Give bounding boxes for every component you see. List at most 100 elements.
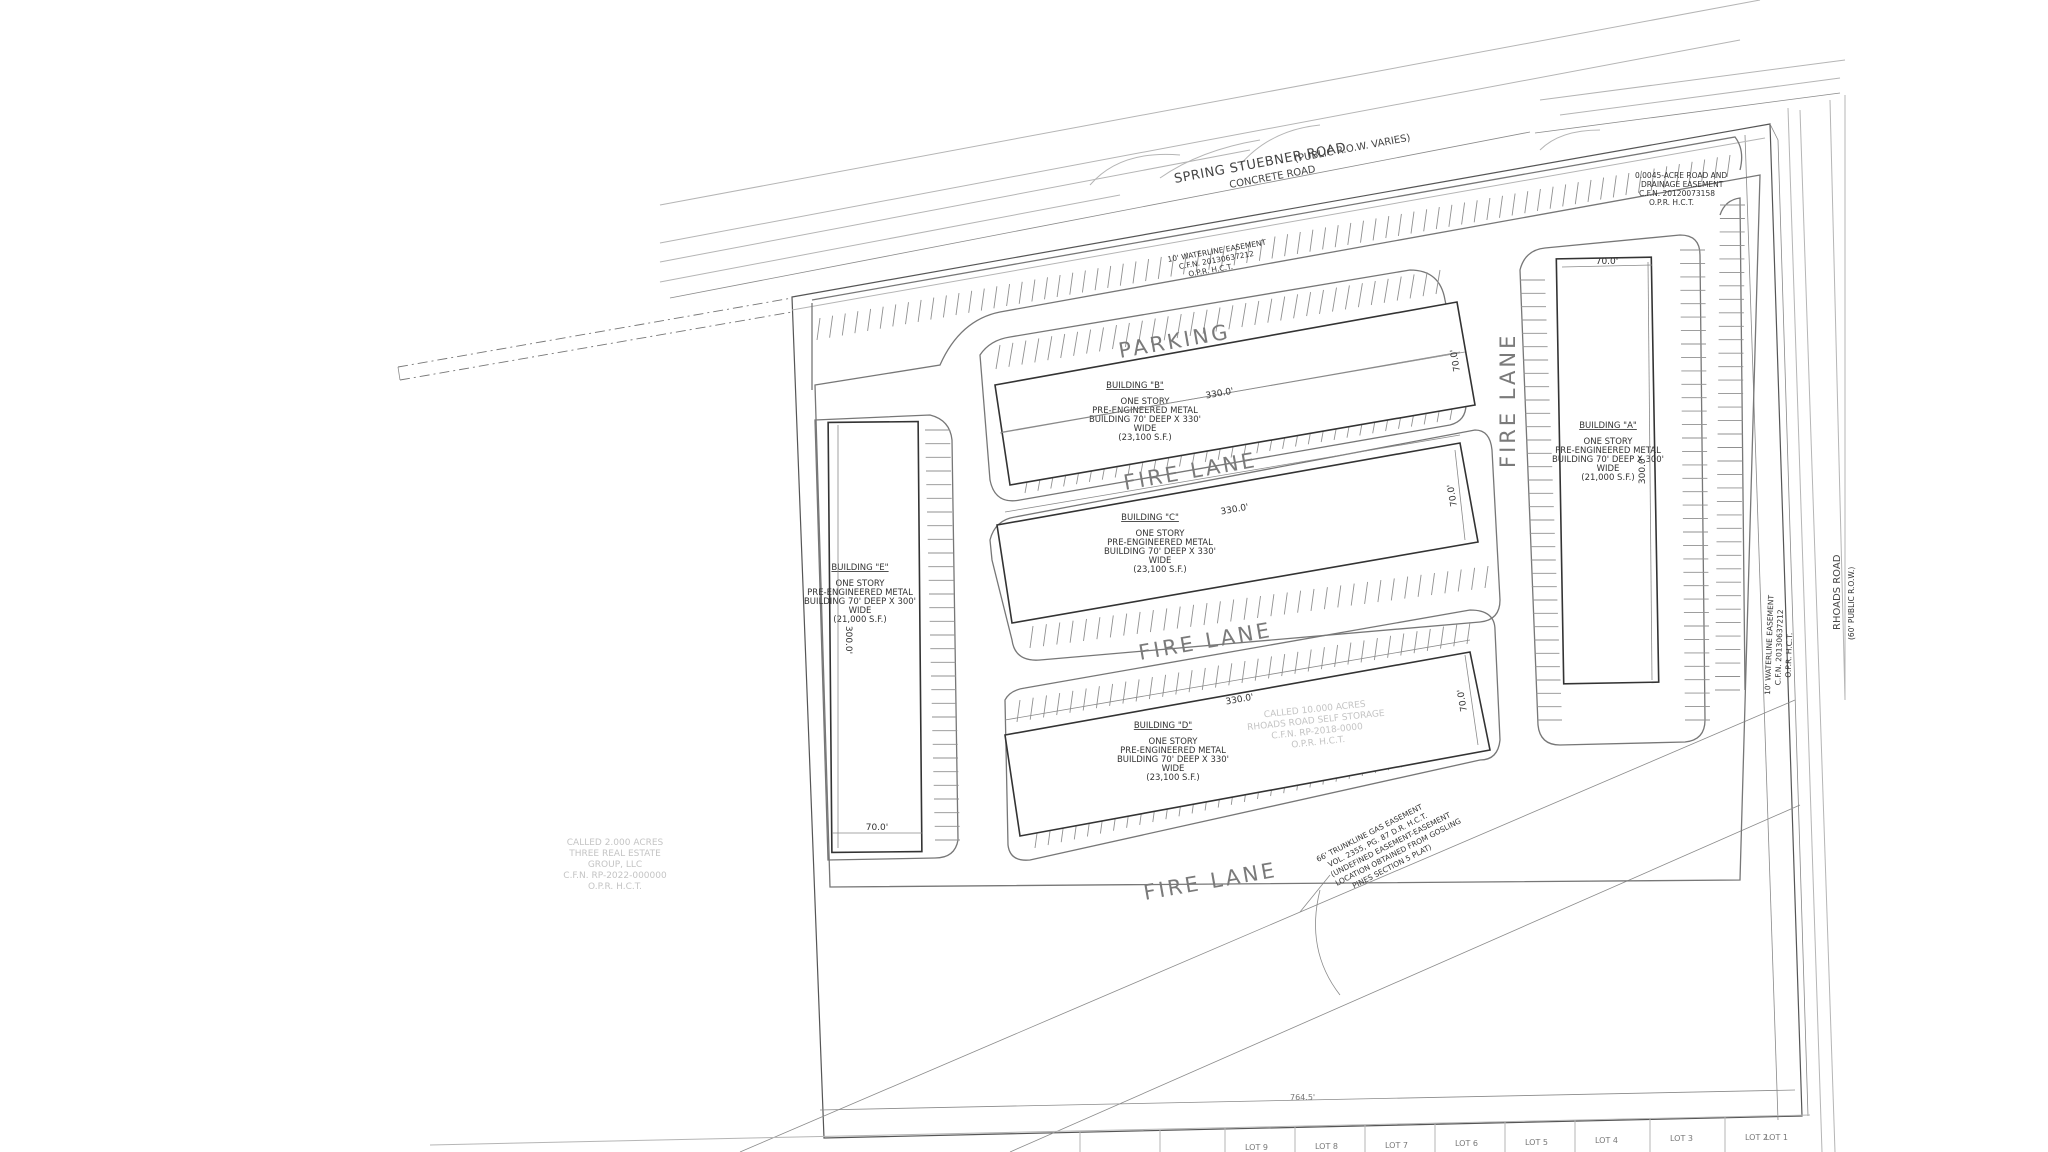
- svg-text:(23,100 S.F.): (23,100 S.F.): [1118, 433, 1171, 443]
- parking-stall-stripe: [1484, 565, 1489, 589]
- parking-stall-stripe: [1270, 594, 1275, 617]
- parking-stall-stripe: [854, 311, 859, 334]
- building-d: [1004, 639, 1491, 837]
- parking-stall-stripe: [1688, 161, 1693, 184]
- parking-stall-stripe: [1422, 272, 1428, 297]
- east-road-row: (60' PUBLIC R.O.W.): [1847, 567, 1856, 640]
- svg-text:CALLED 2.000 ACRES: CALLED 2.000 ACRES: [567, 838, 664, 848]
- parking-stall-stripe: [1306, 292, 1312, 317]
- parking-stall-stripe: [1283, 592, 1288, 615]
- parking-stall-stripe: [1271, 236, 1276, 259]
- parking-stall-stripe: [1524, 191, 1529, 214]
- parking-stall-stripe: [1056, 622, 1061, 645]
- svg-text:LOT 6: LOT 6: [1455, 1139, 1478, 1148]
- parking-stall-stripe: [1357, 283, 1363, 308]
- parking-stall-stripe: [1150, 318, 1156, 343]
- parking-stall-stripe: [1294, 651, 1299, 674]
- parking-stall-stripe: [1319, 289, 1324, 314]
- parking-stall-stripe: [1056, 274, 1061, 298]
- svg-text:ONE STORY: ONE STORY: [1149, 737, 1199, 747]
- south-lots: [429, 1114, 1811, 1152]
- parking-stall-stripe: [1431, 573, 1435, 596]
- parking-stall-stripe: [1457, 569, 1462, 592]
- parking-stall-stripe: [1018, 281, 1023, 304]
- parking-stall-stripe: [1190, 604, 1195, 627]
- parking-stall-stripe: [1176, 314, 1182, 339]
- parking-stall-stripe: [1043, 695, 1047, 718]
- parking-stall-stripe: [1726, 154, 1731, 178]
- svg-text:BUILDING 70' DEEP X 300': BUILDING 70' DEEP X 300': [1552, 455, 1664, 465]
- parking-stall-stripe: [1600, 177, 1605, 200]
- parking-stall-stripe: [1157, 256, 1162, 279]
- parking-stall-stripe: [1163, 608, 1168, 631]
- parking-stall-stripe: [1123, 613, 1128, 636]
- parking-stall-stripe: [1417, 574, 1422, 597]
- parking-stall-stripe: [1309, 229, 1314, 252]
- parking-stall-stripe: [1471, 567, 1476, 590]
- parking-stall-stripe: [1390, 578, 1395, 601]
- parking-stall-stripe: [1083, 618, 1087, 641]
- parking-stall-stripe: [1099, 327, 1104, 352]
- svg-text:BUILDING "D": BUILDING "D": [1134, 721, 1192, 731]
- parking-stall-stripe: [1701, 159, 1706, 182]
- svg-text:LOT 5: LOT 5: [1525, 1138, 1548, 1147]
- parking-stall-stripe: [1107, 265, 1112, 288]
- parking-stall-stripe: [1006, 283, 1011, 307]
- svg-text:DRAINAGE EASEMENT: DRAINAGE EASEMENT: [1641, 180, 1724, 189]
- svg-text:(23,100 S.F.): (23,100 S.F.): [1133, 565, 1186, 575]
- svg-text:WIDE: WIDE: [1162, 764, 1185, 774]
- svg-text:WIDE: WIDE: [849, 606, 872, 616]
- svg-text:WIDE: WIDE: [1597, 464, 1620, 474]
- svg-text:C.F.N. RP-2022-000000: C.F.N. RP-2022-000000: [563, 871, 667, 881]
- parking-stall-stripe: [1461, 202, 1466, 225]
- parking-stall-stripe: [1122, 681, 1127, 704]
- parking-stall-stripe: [1297, 590, 1302, 613]
- parking-stall-stripe: [1060, 333, 1066, 359]
- svg-text:0.0045-ACRE ROAD AND: 0.0045-ACRE ROAD AND: [1635, 171, 1727, 180]
- svg-text:ONE STORY: ONE STORY: [1121, 397, 1171, 407]
- parking-stall-stripe: [1650, 168, 1655, 191]
- parking-stall-stripe: [1069, 272, 1074, 295]
- parking-stall-stripe: [1448, 204, 1453, 227]
- east-road-label: RHOADS ROAD (60' PUBLIC R.O.W.): [1832, 554, 1856, 640]
- parking-stall-stripe: [1029, 697, 1034, 720]
- parking-stall-stripe: [841, 313, 846, 336]
- parking-stall-stripe: [1195, 250, 1200, 273]
- building-c-width-dim: 70.0': [1446, 483, 1460, 507]
- parking-stall-stripe: [1202, 309, 1208, 334]
- svg-text:(23,100 S.F.): (23,100 S.F.): [1146, 773, 1199, 783]
- parking-stall-stripe: [1562, 184, 1567, 207]
- parking-stall-stripe: [1082, 688, 1087, 711]
- building-d-length-dim: 330.0': [1225, 693, 1255, 708]
- svg-text:PRE-ENGINEERED METAL: PRE-ENGINEERED METAL: [1555, 446, 1661, 456]
- building-a-length-dim: 300.0': [1638, 456, 1648, 484]
- svg-text:C.F.N. 20120073158: C.F.N. 20120073158: [1639, 189, 1715, 198]
- parking-stall-stripe: [1372, 218, 1377, 241]
- svg-text:WIDE: WIDE: [1149, 556, 1172, 566]
- parking-stall-stripe: [1188, 670, 1193, 693]
- svg-text:LOT 1: LOT 1: [1765, 1133, 1788, 1142]
- parking-stall-stripe: [1625, 173, 1630, 196]
- building-b-label: BUILDING "B" ONE STORY PRE-ENGINEERED ME…: [1089, 381, 1201, 443]
- parking-stall-stripe: [1344, 285, 1350, 310]
- parking-stall-stripe: [1254, 658, 1259, 681]
- svg-text:BUILDING "A": BUILDING "A": [1579, 421, 1637, 431]
- parking-stall-stripe: [1029, 625, 1034, 649]
- waterline-easement-east: 10' WATERLINE EASEMENT C.F.N. 2013063721…: [1763, 594, 1794, 695]
- parking-stall-stripe: [1337, 585, 1342, 608]
- parking-stall-stripe: [1176, 606, 1181, 629]
- parking-stall-stripe: [1042, 624, 1047, 647]
- parking-stall-stripe: [1112, 325, 1117, 350]
- fire-lane-label-3: FIRE LANE: [1142, 858, 1279, 905]
- parking-stall-stripe: [1322, 227, 1327, 250]
- parking-stall-stripe: [917, 299, 922, 322]
- parking-stall-stripe: [1021, 340, 1027, 365]
- parking-stall-stripe: [1377, 580, 1382, 603]
- south-boundary-note: 764.5': [1290, 1093, 1315, 1102]
- parking-stall-stripe: [1499, 195, 1503, 218]
- svg-text:LOT 8: LOT 8: [1315, 1142, 1338, 1151]
- parking-stall-stripe: [1124, 322, 1130, 347]
- parking-stall-stripe: [1320, 647, 1325, 670]
- svg-text:LOT 4: LOT 4: [1595, 1136, 1618, 1145]
